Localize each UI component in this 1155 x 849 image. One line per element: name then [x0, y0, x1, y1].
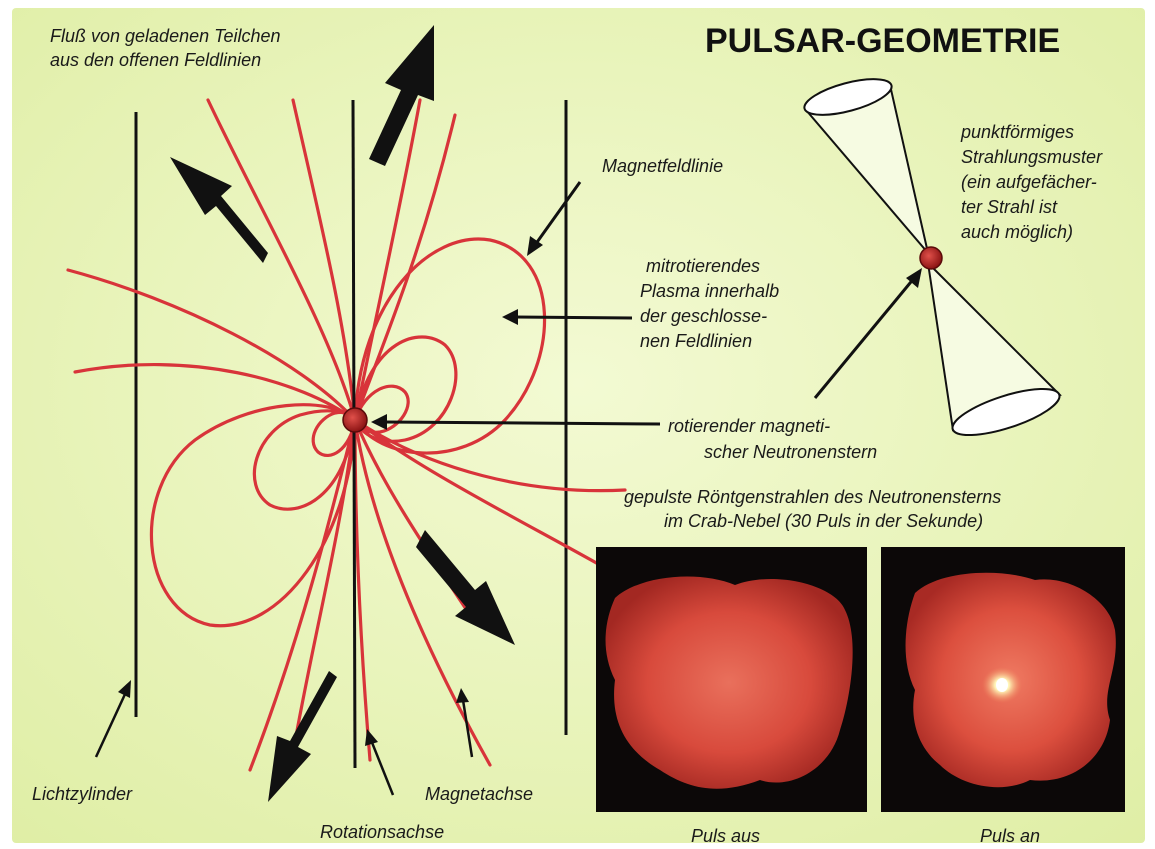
- rotation-axis-line: [353, 100, 355, 768]
- cone-neutron-star: [920, 247, 942, 269]
- pointer-neutron-star: [385, 422, 660, 424]
- neutron-star: [343, 408, 367, 432]
- rotation-axis-label: Rotationsachse: [320, 822, 444, 842]
- magnetic-axis-label: Magnetachse: [425, 784, 533, 804]
- pointer-plasma: [515, 317, 632, 318]
- field-line-label: Magnetfeldlinie: [602, 156, 723, 176]
- page-title: PULSAR-GEOMETRIE: [705, 22, 1060, 60]
- pulse-core: [996, 678, 1008, 692]
- xray-image-pulse-off: [596, 547, 867, 812]
- xray-image-pulse-on: [881, 547, 1125, 812]
- light-cylinder-label: Lichtzylinder: [32, 784, 133, 804]
- pulse-on-label: Puls an: [980, 826, 1040, 846]
- pulse-off-label: Puls aus: [691, 826, 760, 846]
- nebula-pulse-off: [606, 576, 853, 788]
